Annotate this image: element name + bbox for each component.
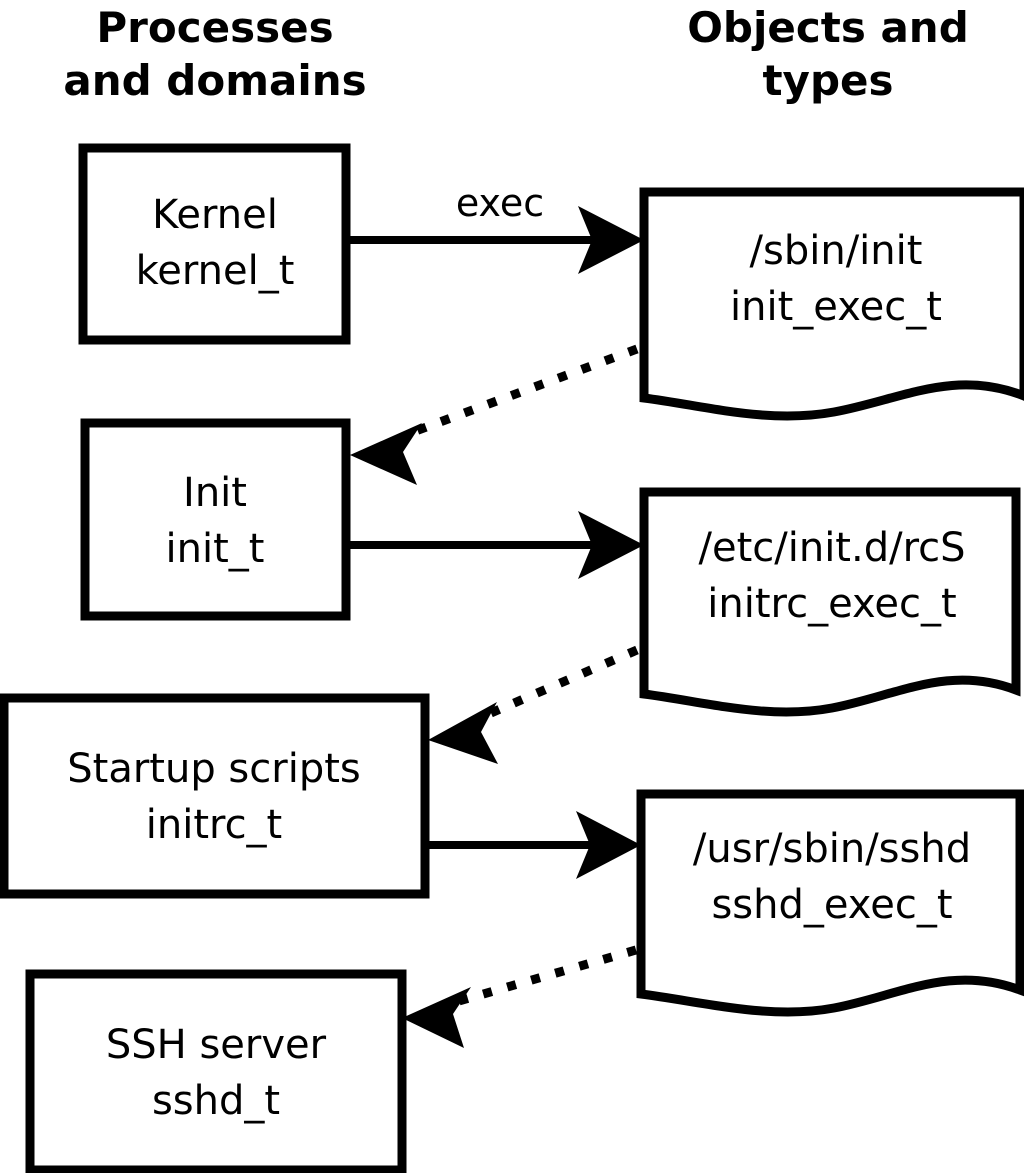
process-node-init-box[interactable]: [80, 418, 351, 621]
edge-sshd-exec-transition-sshd: [402, 945, 638, 1048]
column-header-objects-line1: Objects and: [687, 3, 969, 52]
object-node-initrc-exec-path: /etc/init.d/rcS: [698, 525, 965, 571]
edge-kernel-exec-init-exec: exec: [346, 181, 644, 274]
object-node-sshd-exec-document-shape[interactable]: [636, 789, 1024, 1017]
process-node-kernel-name: Kernel: [152, 192, 278, 238]
process-node-kernel-box[interactable]: [78, 143, 351, 345]
object-node-initrc-exec[interactable]: /etc/init.d/rcS initrc_exec_t: [639, 487, 1021, 717]
edge-initrc-exec-sshd-exec: [425, 811, 641, 879]
edge-kernel-exec-init-exec-arrowhead: [578, 206, 644, 274]
column-header-objects: Objects and types: [687, 3, 969, 105]
edge-init-exec-initrc-exec: [346, 511, 644, 579]
object-node-initrc-exec-type: initrc_exec_t: [707, 581, 956, 627]
process-node-initrc-box[interactable]: [0, 693, 430, 899]
process-node-sshd-name: SSH server: [106, 1022, 327, 1068]
object-node-init-exec-type: init_exec_t: [730, 284, 942, 330]
process-node-kernel-type: kernel_t: [136, 248, 295, 294]
edge-initrc-exec-sshd-exec-arrowhead: [576, 811, 641, 879]
edge-initrc-exec-transition-initrc-arrowhead: [428, 702, 498, 764]
process-node-sshd[interactable]: SSH server sshd_t: [25, 969, 407, 1173]
column-header-processes-line2: and domains: [63, 56, 366, 105]
process-node-initrc[interactable]: Startup scripts initrc_t: [0, 693, 430, 899]
column-header-processes: Processes and domains: [63, 3, 366, 105]
edge-sshd-exec-transition-sshd-arrowhead: [402, 987, 471, 1048]
object-node-initrc-exec-document-shape[interactable]: [639, 487, 1021, 717]
object-node-init-exec-path: /sbin/init: [750, 228, 923, 274]
object-node-init-exec[interactable]: /sbin/init init_exec_t: [639, 187, 1024, 421]
process-node-initrc-type: initrc_t: [146, 802, 283, 848]
edge-initrc-exec-transition-initrc-line: [482, 645, 639, 721]
process-node-initrc-name: Startup scripts: [67, 746, 360, 792]
edge-init-exec-transition-init-line: [403, 344, 639, 440]
process-node-kernel[interactable]: Kernel kernel_t: [78, 143, 351, 345]
edge-sshd-exec-transition-sshd-line: [457, 945, 638, 1006]
object-node-init-exec-document-shape[interactable]: [639, 187, 1024, 421]
edge-initrc-exec-transition-initrc: [428, 645, 639, 764]
process-node-init-name: Init: [183, 470, 247, 516]
process-node-sshd-type: sshd_t: [152, 1078, 280, 1124]
process-node-sshd-box[interactable]: [25, 969, 407, 1173]
column-header-processes-line1: Processes: [96, 3, 333, 52]
object-node-sshd-exec[interactable]: /usr/sbin/sshd sshd_exec_t: [636, 789, 1024, 1017]
edge-init-exec-transition-init: [350, 344, 639, 485]
edge-label-exec: exec: [456, 181, 544, 225]
object-node-sshd-exec-type: sshd_exec_t: [711, 882, 952, 928]
object-node-sshd-exec-path: /usr/sbin/sshd: [693, 826, 971, 872]
process-node-init[interactable]: Init init_t: [80, 418, 351, 621]
process-node-init-type: init_t: [166, 526, 265, 572]
edge-init-exec-initrc-exec-arrowhead: [578, 511, 644, 579]
edge-init-exec-transition-init-arrowhead: [350, 423, 422, 485]
column-header-objects-line2: types: [762, 56, 893, 105]
